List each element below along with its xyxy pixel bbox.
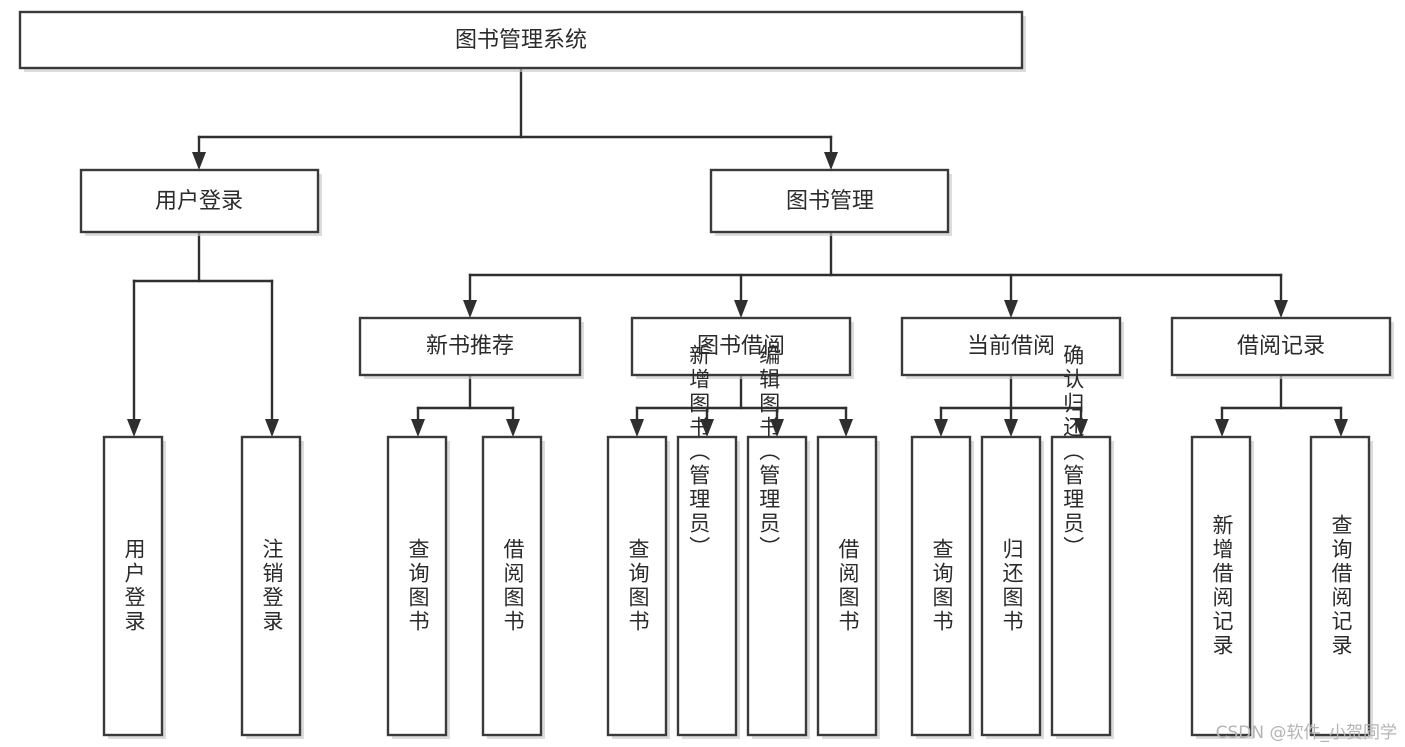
leaf-current-1[interactable]: 归还图书 — [980, 435, 1044, 739]
leaf-user-login-1[interactable]: 注销登录 — [240, 435, 304, 739]
leaf-label: 新增图书（管理员） — [687, 344, 711, 560]
leaf-current-0[interactable]: 查询图书 — [910, 435, 974, 739]
leaf-records-0[interactable]: 新增借阅记录 — [1190, 435, 1254, 739]
node-book-management-label: 图书管理 — [786, 189, 874, 214]
node-current-borrow-label: 当前借阅 — [967, 334, 1055, 359]
leaf-label: 借阅图书 — [501, 538, 525, 634]
leaf-current-2[interactable]: 确认归还（管理员） — [1050, 344, 1114, 739]
node-root-label: 图书管理系统 — [455, 28, 587, 53]
leaf-new-book-1[interactable]: 借阅图书 — [481, 435, 545, 739]
node-current-borrow[interactable]: 当前借阅 — [900, 316, 1124, 379]
leaf-label: 借阅图书 — [836, 538, 860, 634]
leaf-label: 查询图书 — [406, 538, 430, 634]
leaf-borrow-2[interactable]: 编辑图书（管理员） — [746, 344, 810, 739]
leaf-borrow-0[interactable]: 查询图书 — [606, 435, 670, 739]
node-new-book-recommend-label: 新书推荐 — [426, 334, 514, 359]
leaf-records-1[interactable]: 查询借阅记录 — [1309, 435, 1373, 739]
node-user-login[interactable]: 用户登录 — [79, 168, 322, 236]
leaf-label: 归还图书 — [1000, 538, 1024, 634]
leaf-label: 注销登录 — [260, 538, 284, 634]
node-book-borrow-label: 图书借阅 — [697, 334, 785, 359]
leaf-borrow-3[interactable]: 借阅图书 — [816, 435, 880, 739]
node-user-login-label: 用户登录 — [155, 189, 243, 214]
leaf-borrow-1[interactable]: 新增图书（管理员） — [676, 344, 740, 739]
node-book-borrow[interactable]: 图书借阅 — [630, 316, 854, 379]
node-borrow-records-label: 借阅记录 — [1237, 334, 1325, 359]
leaf-label: 查询图书 — [626, 538, 650, 634]
leaf-label: 编辑图书（管理员） — [757, 344, 781, 560]
csdn-watermark: CSDN @软件_小贺同学 — [1215, 723, 1397, 743]
leaf-label: 确认归还（管理员） — [1061, 344, 1085, 560]
node-root[interactable]: 图书管理系统 — [18, 10, 1026, 72]
leaf-label: 查询图书 — [930, 538, 954, 634]
leaf-new-book-0[interactable]: 查询图书 — [386, 435, 450, 739]
leaf-label: 新增借阅记录 — [1210, 514, 1234, 658]
node-new-book-recommend[interactable]: 新书推荐 — [358, 316, 584, 379]
leaf-label: 查询借阅记录 — [1329, 514, 1353, 658]
node-borrow-records[interactable]: 借阅记录 — [1170, 316, 1394, 379]
connector-edges — [127, 66, 1348, 437]
node-book-management[interactable]: 图书管理 — [709, 168, 952, 236]
leaf-user-login-0[interactable]: 用户登录 — [102, 435, 166, 739]
leaf-label: 用户登录 — [122, 538, 146, 634]
